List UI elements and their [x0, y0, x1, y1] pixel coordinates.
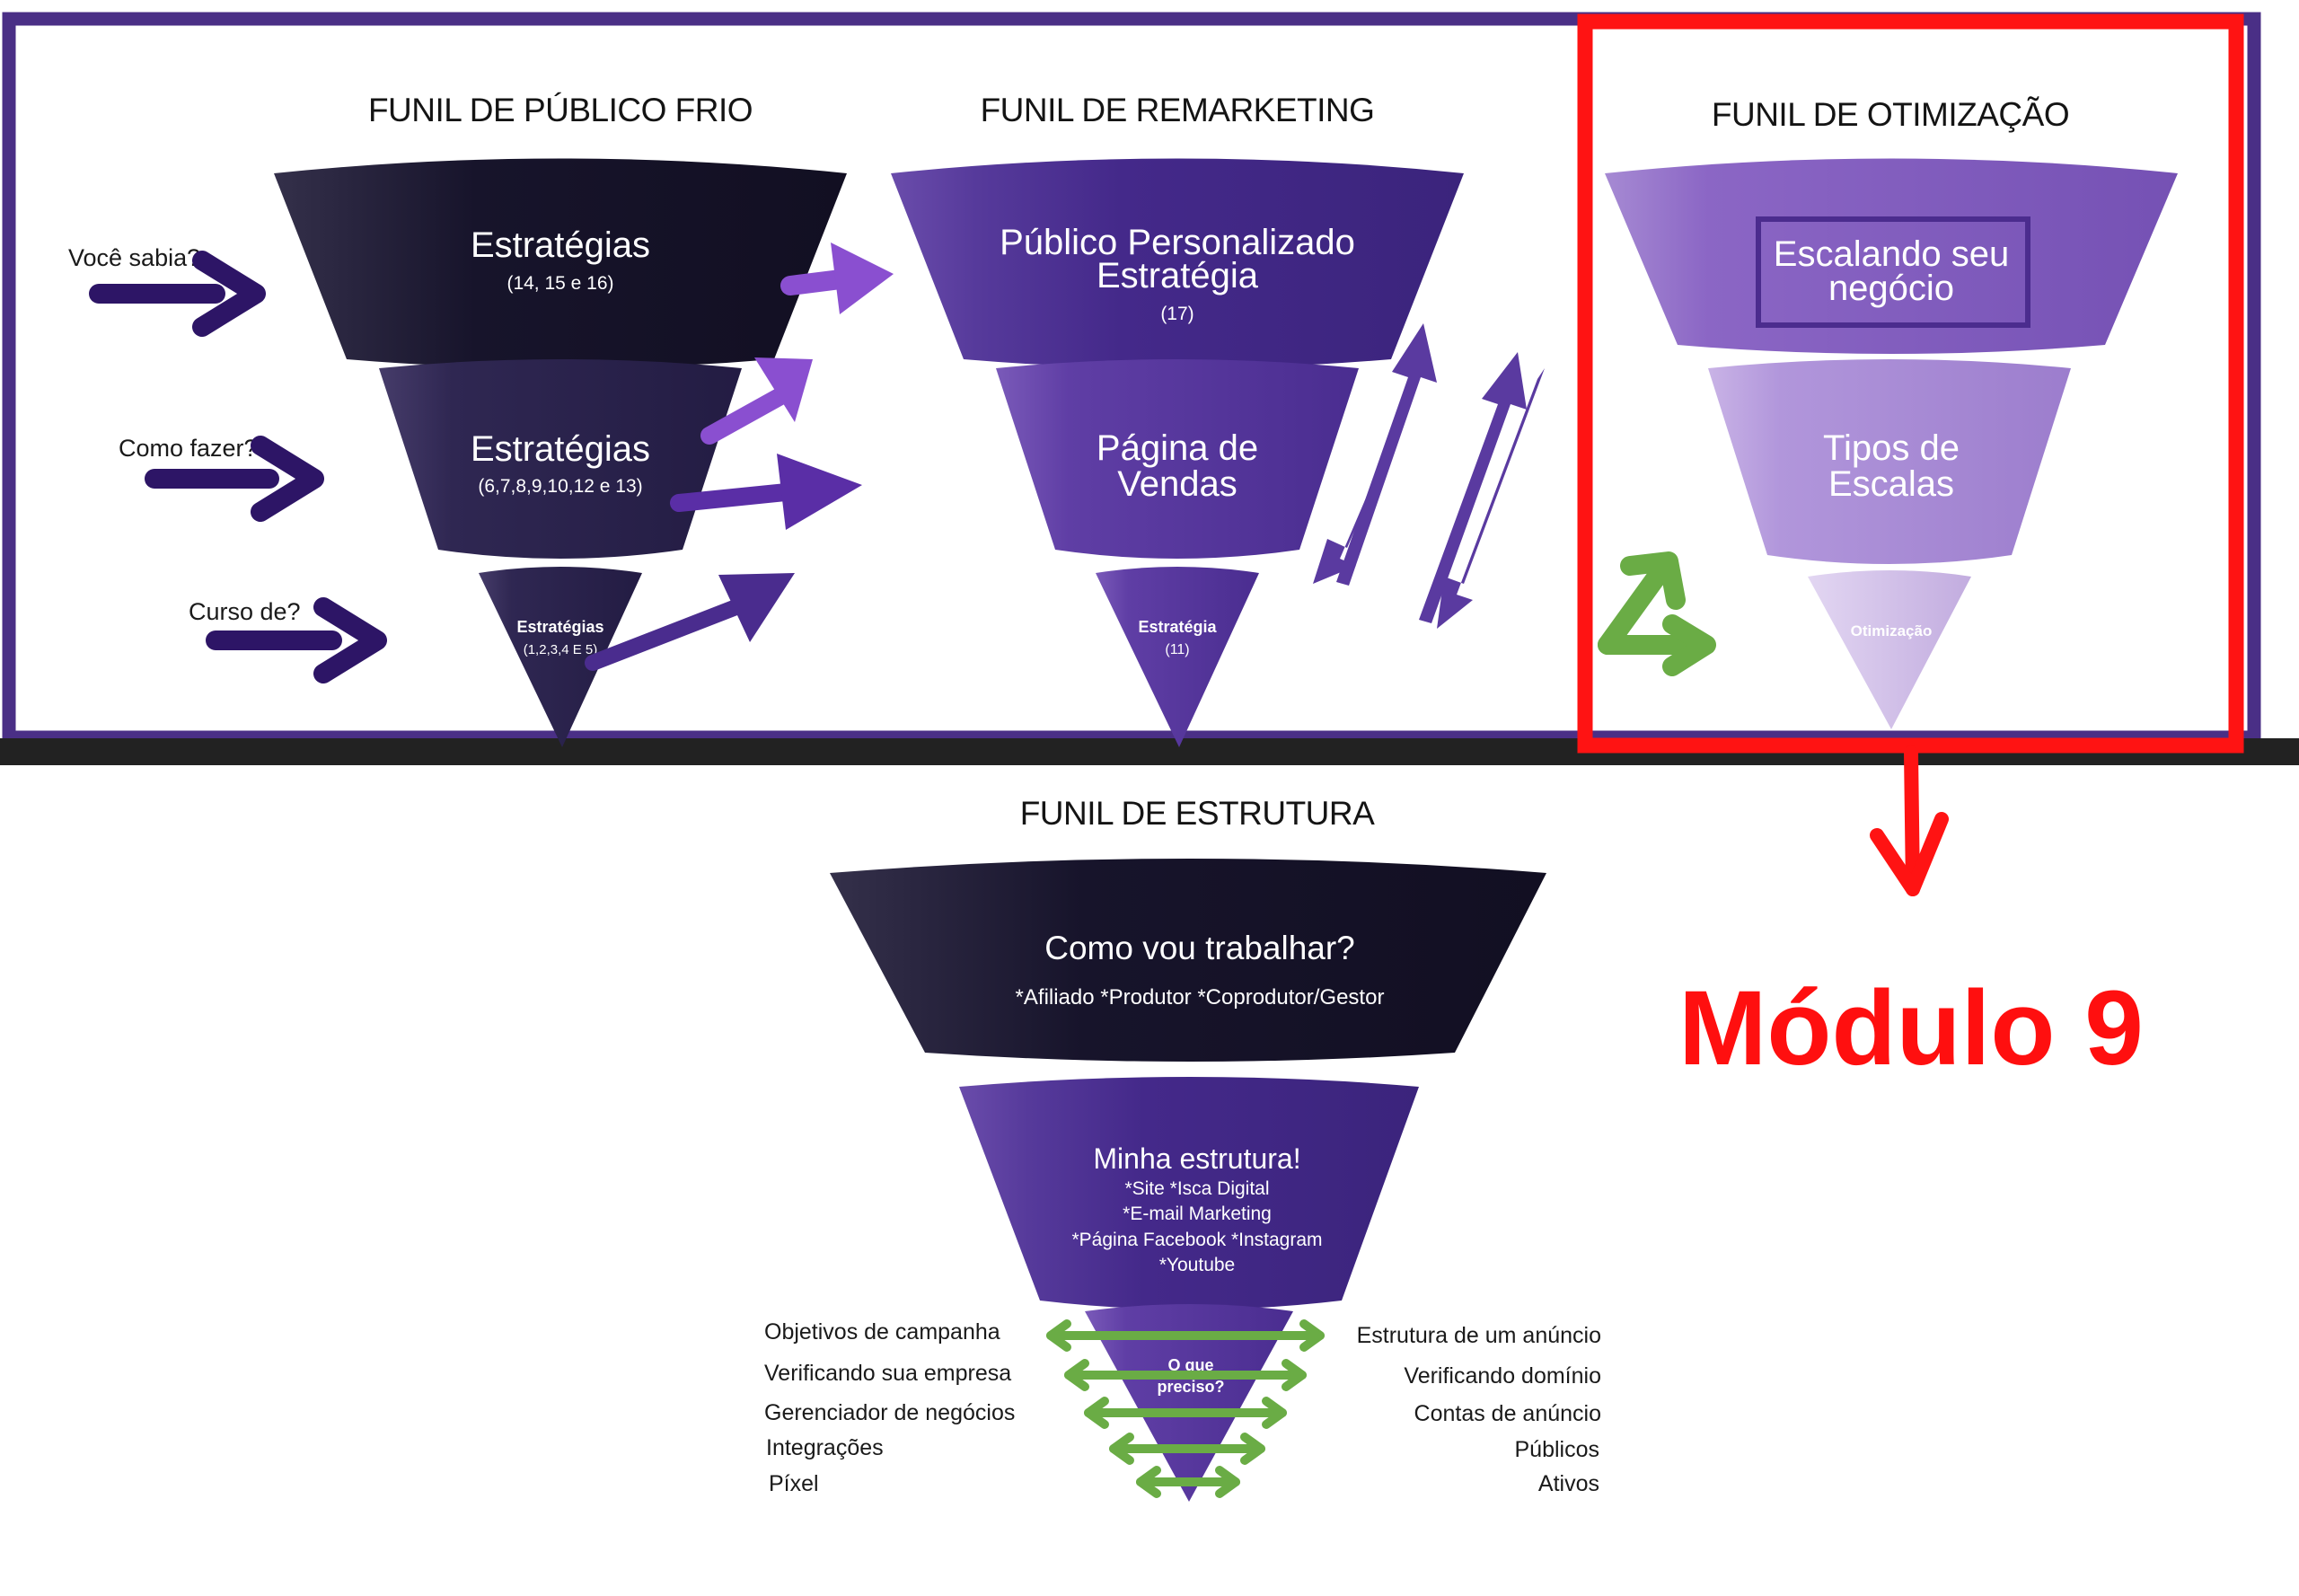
green-double-arrows-icon [1046, 1319, 1325, 1498]
funil-remarketing-top-tier [891, 158, 1464, 368]
right-list-item: Verificando domínio [1404, 1363, 1601, 1389]
funil-remarketing-mid-line2: Vendas [1117, 464, 1237, 504]
funil-estrutura-top-label: Como vou trabalhar? [1044, 930, 1355, 966]
funil-estrutura-mid-line: *Página Facebook *Instagram [1072, 1230, 1323, 1250]
up-down-arrows-icon [1313, 323, 1545, 629]
side-label-voce-sabia: Você sabia? [68, 244, 200, 271]
funil-remarketing-top-line2: Estratégia [1097, 256, 1259, 295]
modulo-label: Módulo 9 [1678, 969, 2144, 1088]
funil-remarketing-top-sub: (17) [1160, 304, 1194, 324]
funil-estrutura-bottom-tier [1085, 1304, 1293, 1502]
connector-arrow-icon [780, 242, 894, 314]
right-list-item: Estrutura de um anúncio [1357, 1323, 1601, 1348]
left-list-item: Verificando sua empresa [764, 1361, 1011, 1386]
side-label-curso-de: Curso de? [189, 598, 301, 625]
funil-otimizacao-mid-line1: Tipos de [1823, 428, 1960, 468]
funil-frio-bottom-label: Estratégias [516, 618, 603, 636]
right-list-item: Ativos [1538, 1471, 1599, 1496]
left-list-item: Gerenciador de negócios [764, 1400, 1015, 1425]
funil-frio-top-sub: (14, 15 e 16) [506, 273, 613, 294]
funil-frio-mid-label: Estratégias [471, 429, 650, 469]
green-cycle-arrow-icon [1598, 551, 1716, 676]
connector-arrow-icon [670, 454, 862, 530]
side-label-como-fazer: Como fazer? [119, 435, 258, 462]
funil-estrutura-bottom-line2: preciso? [1157, 1378, 1224, 1396]
funil-estrutura-bottom-line1: O que [1167, 1356, 1213, 1374]
funil-otimizacao-top-line2: negócio [1828, 269, 1954, 308]
funil-otimizacao-bottom-tier [1808, 570, 1971, 729]
red-arrow-down-icon [1870, 745, 1949, 896]
funil-frio-top-label: Estratégias [471, 225, 650, 265]
funil-remarketing-bottom-sub: (11) [1165, 642, 1189, 657]
funil-estrutura-title: FUNIL DE ESTRUTURA [1020, 795, 1375, 832]
funil-frio-bottom-tier [479, 567, 642, 747]
funil-frio-bottom-sub: (1,2,3,4 E 5) [524, 642, 598, 657]
arrow-right-icon [145, 436, 324, 522]
escalando-box [1756, 216, 2030, 328]
funil-remarketing-mid-tier [996, 359, 1359, 559]
funil-otimizacao-bottom-label: Otimização [1851, 622, 1933, 639]
left-list-item: Píxel [769, 1471, 819, 1496]
right-list-item: Públicos [1515, 1437, 1600, 1462]
funil-estrutura-mid-line: *Youtube [1159, 1255, 1235, 1275]
funil-estrutura-mid-tier [959, 1077, 1419, 1309]
left-list-item: Objetivos de campanha [764, 1319, 1000, 1345]
funil-estrutura-top-sub: *Afiliado *Produtor *Coprodutor/Gestor [1016, 985, 1385, 1010]
left-list-item: Integrações [766, 1435, 884, 1460]
funil-frio-mid-tier [379, 359, 742, 559]
funil-frio-mid-sub: (6,7,8,9,10,12 e 13) [478, 476, 642, 497]
top-band-frame [2, 12, 2261, 745]
funil-otimizacao-top-line1: Escalando seu [1774, 234, 2009, 274]
funil-otimizacao-mid-line2: Escalas [1828, 464, 1954, 504]
connector-arrow-icon [700, 357, 813, 445]
red-highlight-box [1577, 13, 2244, 754]
funil-remarketing-top-line1: Público Personalizado [1000, 223, 1355, 262]
funil-remarketing-bottom-label: Estratégia [1138, 618, 1217, 636]
funil-estrutura-mid-label: Minha estrutura! [1093, 1142, 1300, 1175]
funil-otimizacao-title: FUNIL DE OTIMIZAÇÃO [1712, 96, 2069, 133]
funil-frio-title: FUNIL DE PÚBLICO FRIO [368, 92, 753, 128]
funil-remarketing-title: FUNIL DE REMARKETING [981, 92, 1375, 128]
funil-estrutura-mid-line: *E-mail Marketing [1123, 1204, 1272, 1224]
connector-arrow-icon [585, 573, 795, 671]
arrow-right-icon [206, 597, 387, 683]
funil-otimizacao-top-tier [1605, 158, 2178, 354]
funil-remarketing-mid-line1: Página de [1097, 428, 1258, 468]
funil-otimizacao-mid-tier [1708, 359, 2071, 564]
funil-remarketing-bottom-tier [1096, 567, 1259, 747]
arrow-right-icon [89, 251, 266, 337]
funil-frio-top-tier [274, 158, 847, 368]
funil-estrutura-mid-line: *Site *Isca Digital [1124, 1178, 1269, 1199]
right-list-item: Contas de anúncio [1414, 1401, 1601, 1426]
funil-estrutura-top-tier [830, 859, 1546, 1062]
